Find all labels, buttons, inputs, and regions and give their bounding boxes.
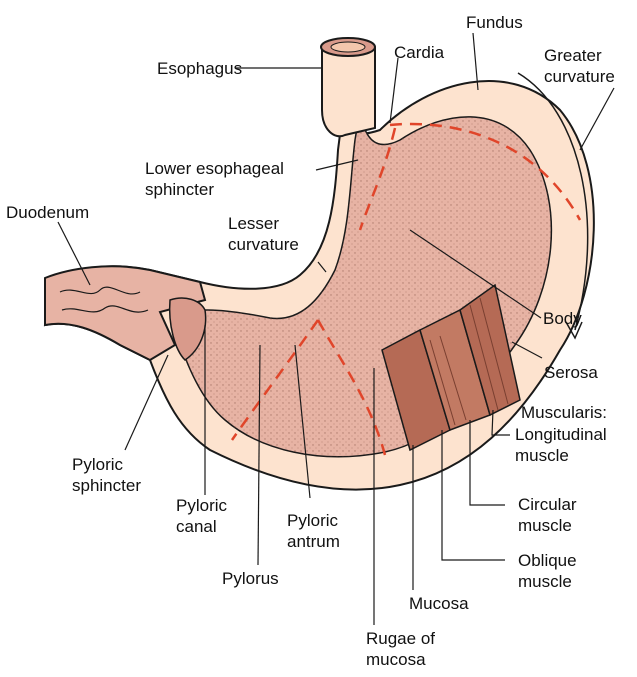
label-circular-muscle: Circular muscle — [518, 495, 577, 535]
svg-text:Greater: Greater — [544, 46, 602, 65]
svg-text:Circular: Circular — [518, 495, 577, 514]
svg-text:Cardia: Cardia — [394, 43, 445, 62]
svg-text:Rugae of: Rugae of — [366, 629, 435, 648]
svg-text:muscle: muscle — [518, 572, 572, 591]
svg-text:Duodenum: Duodenum — [6, 203, 89, 222]
label-longitudinal-muscle: Longitudinal muscle — [515, 425, 607, 465]
label-pylorus: Pylorus — [222, 569, 279, 588]
svg-text:Lesser: Lesser — [228, 214, 279, 233]
svg-text:sphincter: sphincter — [72, 476, 141, 495]
label-esophagus: Esophagus — [157, 59, 242, 78]
svg-text:mucosa: mucosa — [366, 650, 426, 669]
label-body: Body — [543, 309, 582, 328]
label-lower-esophageal-sphincter: Lower esophageal sphincter — [145, 159, 284, 199]
label-duodenum: Duodenum — [6, 203, 89, 222]
svg-text:muscle: muscle — [515, 446, 569, 465]
svg-text:Oblique: Oblique — [518, 551, 577, 570]
svg-text:curvature: curvature — [544, 67, 615, 86]
label-mucosa: Mucosa — [409, 594, 469, 613]
svg-text:Lower esophageal: Lower esophageal — [145, 159, 284, 178]
label-serosa: Serosa — [544, 363, 598, 382]
esophagus-tube — [322, 48, 375, 136]
label-fundus: Fundus — [466, 13, 523, 32]
svg-text:Pyloric: Pyloric — [287, 511, 339, 530]
svg-text:muscle: muscle — [518, 516, 572, 535]
svg-text:Longitudinal: Longitudinal — [515, 425, 607, 444]
svg-text:Fundus: Fundus — [466, 13, 523, 32]
svg-text:Esophagus: Esophagus — [157, 59, 242, 78]
svg-text:antrum: antrum — [287, 532, 340, 551]
label-oblique-muscle: Oblique muscle — [518, 551, 577, 591]
label-pyloric-canal: Pyloric canal — [176, 496, 228, 536]
svg-text:canal: canal — [176, 517, 217, 536]
label-pyloric-antrum: Pyloric antrum — [287, 511, 340, 551]
svg-text:Body: Body — [543, 309, 582, 328]
label-cardia: Cardia — [394, 43, 445, 62]
svg-text:sphincter: sphincter — [145, 180, 214, 199]
label-greater-curvature: Greater curvature — [544, 46, 615, 86]
svg-text:Pyloric: Pyloric — [176, 496, 228, 515]
label-muscularis: Muscularis: — [521, 403, 607, 422]
svg-text:Mucosa: Mucosa — [409, 594, 469, 613]
label-rugae-of-mucosa: Rugae of mucosa — [366, 629, 435, 669]
label-lesser-curvature: Lesser curvature — [228, 214, 299, 254]
svg-text:Pyloric: Pyloric — [72, 455, 124, 474]
svg-text:Serosa: Serosa — [544, 363, 598, 382]
svg-text:curvature: curvature — [228, 235, 299, 254]
svg-text:Muscularis:: Muscularis: — [521, 403, 607, 422]
svg-text:Pylorus: Pylorus — [222, 569, 279, 588]
label-pyloric-sphincter: Pyloric sphincter — [72, 455, 141, 495]
